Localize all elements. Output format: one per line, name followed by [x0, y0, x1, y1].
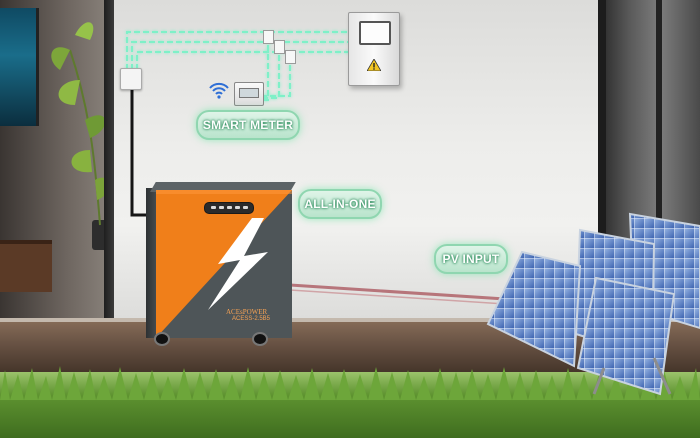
brand-text: ACEsPOWER: [226, 308, 268, 316]
junction-block: [263, 30, 274, 44]
status-panel: [204, 202, 254, 214]
distribution-box: [348, 12, 400, 86]
battery-side: [146, 188, 156, 338]
junction-block: [285, 50, 296, 64]
battery-wheel: [154, 332, 170, 346]
lightning-bolt-icon: [208, 218, 268, 310]
floor-edge: [0, 318, 700, 322]
battery-model: ACESS-2.5B5: [232, 316, 292, 322]
side-table: [0, 240, 52, 292]
box-window: [359, 21, 391, 45]
all-in-one-label: ALL-IN-ONE: [298, 189, 382, 219]
battery-unit: ACEsPOWER ACESS-2.5B5: [146, 182, 296, 346]
door-frame: [104, 0, 114, 330]
window-frame: [598, 0, 606, 330]
wall-socket: [120, 68, 142, 90]
solar-panels: [486, 212, 700, 396]
grass-blades: [0, 366, 700, 400]
battery-wheel: [252, 332, 268, 346]
model-text: ACESS-2.5B5: [232, 316, 271, 322]
warning-icon: [367, 59, 381, 71]
wall-tv: [0, 8, 39, 126]
battery-brand: ACEsPOWER: [226, 308, 292, 316]
window-mullion: [656, 0, 662, 330]
smart-meter-device: [234, 82, 264, 106]
plant-icon: [51, 22, 109, 226]
smart-meter-label: SMART METER: [196, 110, 300, 140]
pv-input-label: PV INPUT: [434, 244, 508, 274]
junction-block: [274, 40, 285, 54]
wifi-icon: [209, 82, 229, 99]
